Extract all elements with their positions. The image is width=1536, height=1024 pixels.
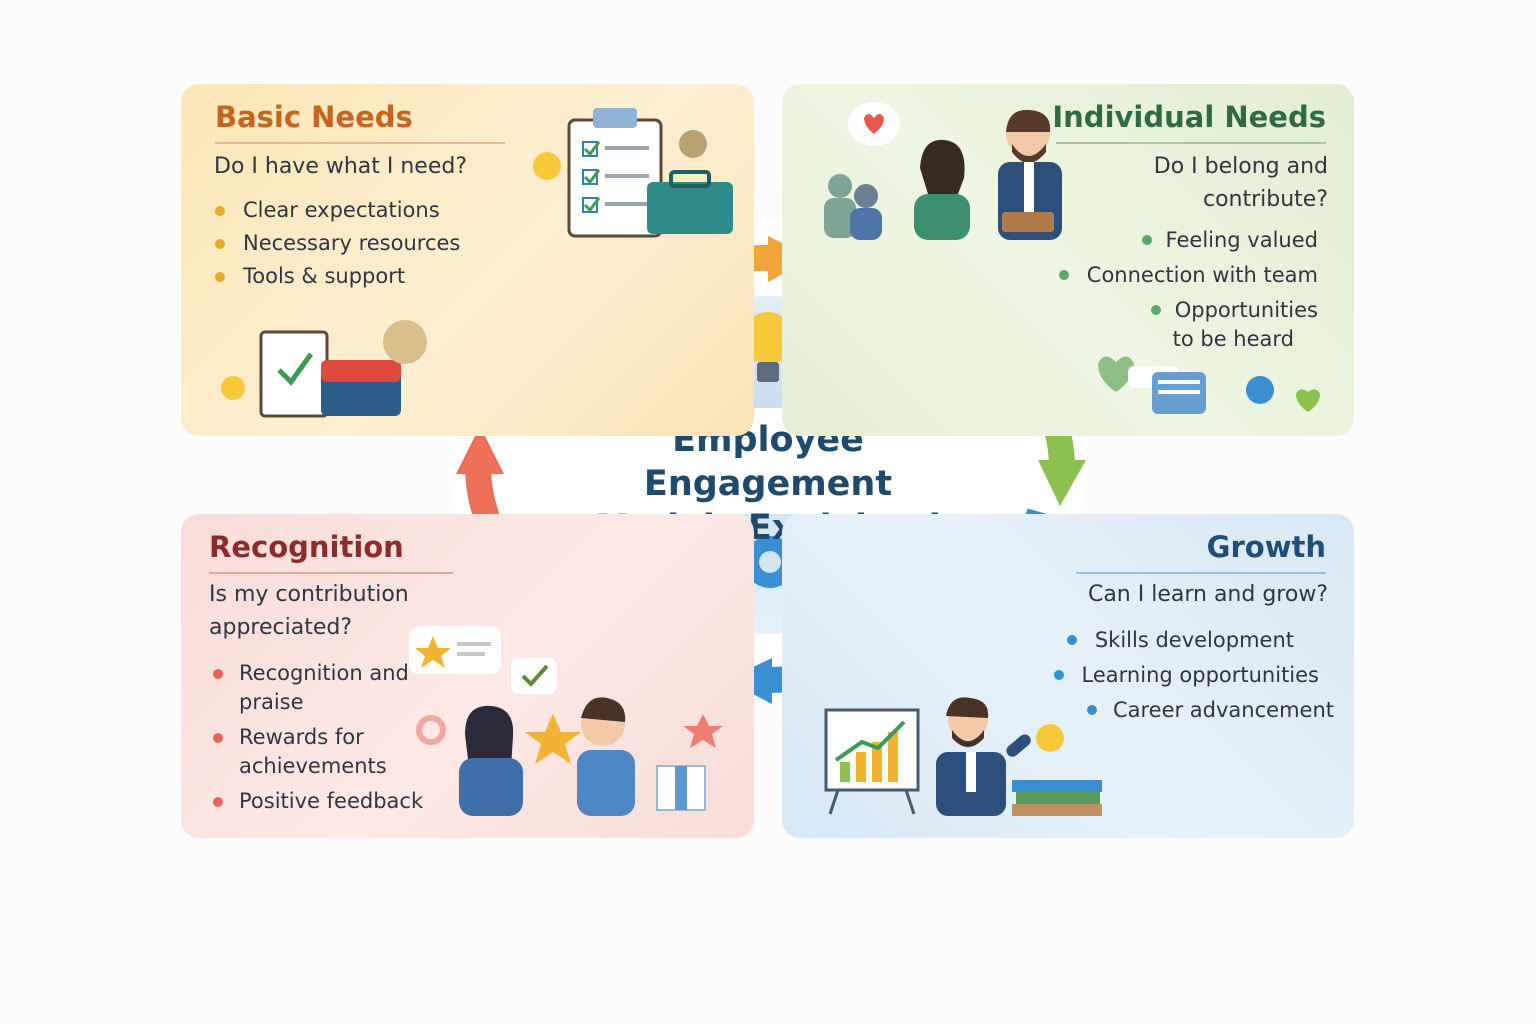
bullet: [215, 272, 225, 282]
heart-bubble-icon: [1098, 356, 1320, 414]
bullet: [1086, 705, 1097, 715]
bullet: [1141, 235, 1152, 245]
lightbulb-icon: [742, 312, 794, 382]
quadrant-title: Recognition: [209, 530, 404, 564]
bullet: [213, 797, 223, 807]
arrow-head-red: [456, 426, 504, 474]
heart-bubble-icon: [864, 114, 884, 134]
list-item: Recognition and praise: [213, 659, 439, 717]
list-item-continued: to be heard: [1172, 327, 1294, 351]
quadrant-list: Recognition and praise Rewards for achie…: [213, 659, 439, 822]
toolbox-icon: [221, 320, 427, 418]
list-item: Opportunities: [1059, 296, 1318, 325]
quadrant-growth: Growth Can I learn and grow? Skills deve…: [782, 514, 1354, 838]
list-item: Career advancement: [1054, 696, 1334, 725]
title-divider: [215, 142, 505, 144]
quadrant-question: Do I belong and contribute?: [1153, 154, 1328, 212]
bullet: [213, 733, 223, 743]
quadrant-list: Skills development Learning opportunitie…: [1053, 626, 1334, 731]
quadrant-individual-needs: Individual Needs Do I belong and contrib…: [782, 84, 1354, 436]
list-item: Positive feedback: [213, 787, 439, 816]
team-people-icon: [824, 102, 1062, 240]
arrow-head-green: [1038, 460, 1086, 506]
quadrant-basic-needs: Basic Needs Do I have what I need? Clear…: [181, 84, 754, 436]
quadrant-title: Basic Needs: [215, 100, 413, 134]
quadrant-question: Can I learn and grow?: [1087, 582, 1328, 607]
quadrant-list: Clear expectations Necessary resources T…: [215, 196, 460, 295]
bullet: [1150, 305, 1161, 315]
title-divider: [209, 572, 453, 574]
list-item: Feeling valued: [1059, 226, 1318, 255]
title-divider: [1076, 572, 1326, 574]
bullet: [215, 239, 225, 249]
quadrant-list: Feeling valued Connection with team Oppo…: [1058, 226, 1318, 360]
quadrant-question: Do I have what I need?: [214, 154, 468, 179]
bullet: [213, 669, 223, 679]
list-item: Necessary resources: [215, 229, 460, 258]
list-item: Tools & support: [215, 262, 460, 291]
bullet: [215, 206, 225, 216]
quadrant-title: Individual Needs: [1052, 100, 1326, 134]
lightbulb-icon: [1036, 724, 1064, 752]
list-item: Rewards for achievements: [213, 723, 439, 781]
bullet: [1066, 635, 1077, 645]
star-icon: [409, 626, 723, 816]
bullet: [1058, 270, 1069, 280]
quadrant-title: Growth: [1206, 530, 1326, 564]
title-divider: [1056, 142, 1326, 144]
list-item: Learning opportunities: [1053, 661, 1334, 690]
books-icon: [1012, 780, 1102, 792]
quadrant-question: Is my contribution appreciated?: [209, 582, 409, 640]
list-item: Clear expectations: [215, 196, 460, 225]
list-item: Connection with team: [1058, 261, 1318, 290]
quadrant-recognition: Recognition Is my contribution appreciat…: [181, 514, 754, 838]
bullet: [1053, 670, 1064, 680]
list-item: Skills development: [1054, 626, 1334, 655]
clipboard-checklist-icon: [533, 108, 733, 238]
growth-chart-icon: [824, 697, 1102, 816]
